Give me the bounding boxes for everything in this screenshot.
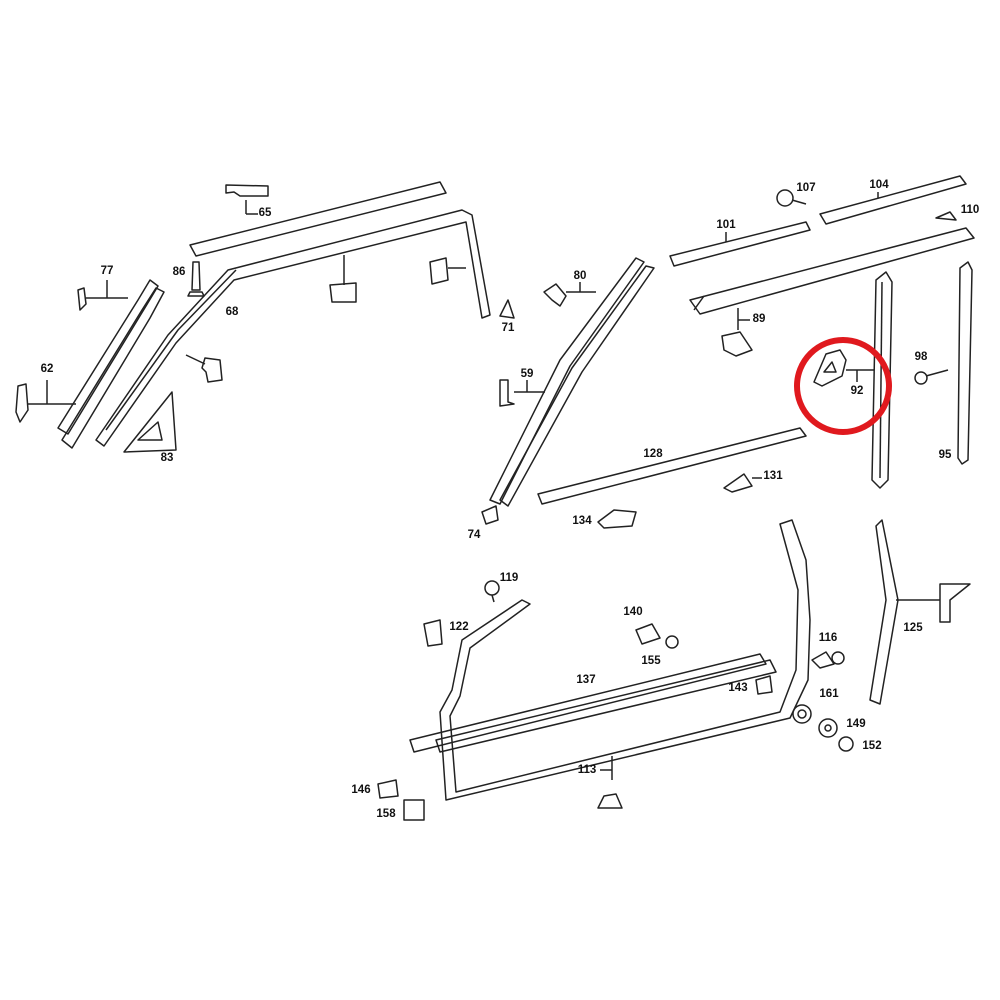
part-label-92: 92: [850, 385, 864, 397]
part-strip-95: [957, 261, 973, 465]
part-label-65: 65: [258, 207, 272, 219]
part-110: [935, 211, 957, 221]
part-label-83: 83: [160, 452, 174, 464]
part-roof-rail-65: [189, 181, 447, 257]
part-screw-107: [776, 189, 807, 207]
part-label-59: 59: [520, 368, 534, 380]
part-label-86: 86: [172, 266, 186, 278]
part-label-116: 116: [818, 632, 838, 644]
part-label-113: 113: [577, 764, 597, 776]
part-label-77: 77: [100, 265, 114, 277]
part-label-149: 149: [846, 718, 866, 730]
part-pillar-125: [869, 519, 971, 705]
part-label-143: 143: [728, 682, 748, 694]
part-clip-131: [723, 473, 762, 493]
part-label-71: 71: [501, 322, 515, 334]
part-window-channel-59: [481, 257, 655, 525]
part-label-122: 122: [449, 621, 469, 633]
part-label-158: 158: [376, 808, 396, 820]
part-screw-98: [914, 369, 949, 385]
part-label-80: 80: [573, 270, 587, 282]
part-77: [77, 280, 128, 311]
part-label-146: 146: [351, 784, 371, 796]
part-label-134: 134: [572, 515, 592, 527]
part-fasteners: [377, 580, 854, 821]
part-label-137: 137: [576, 674, 596, 686]
part-label-131: 131: [763, 470, 783, 482]
part-104: [819, 175, 967, 225]
part-pillar-trim-62: [15, 279, 165, 449]
part-screw-86: [187, 261, 205, 297]
part-rail-89: [689, 227, 975, 357]
part-label-110: 110: [960, 204, 980, 216]
part-mirror-triangle-83: [123, 391, 177, 453]
part-label-89: 89: [752, 313, 766, 325]
part-door-frame-113: [439, 519, 811, 809]
part-label-74: 74: [467, 529, 481, 541]
part-label-140: 140: [623, 606, 643, 618]
highlight-circle: [794, 337, 892, 435]
part-clip-134: [597, 509, 637, 529]
part-label-152: 152: [862, 740, 882, 752]
part-beltline-128: [537, 427, 807, 505]
part-label-68: 68: [225, 306, 239, 318]
part-seal-92: [813, 349, 874, 387]
part-label-101: 101: [716, 219, 736, 231]
part-label-62: 62: [40, 363, 54, 375]
part-label-119: 119: [499, 572, 519, 584]
part-label-161: 161: [819, 688, 839, 700]
part-label-107: 107: [796, 182, 816, 194]
part-label-125: 125: [903, 622, 923, 634]
part-pillar-seal: [871, 271, 893, 489]
part-label-98: 98: [914, 351, 928, 363]
part-71: [499, 299, 515, 319]
part-label-155: 155: [641, 655, 661, 667]
part-101: [669, 221, 811, 267]
part-label-128: 128: [643, 448, 663, 460]
part-label-104: 104: [869, 179, 889, 191]
part-sill-137: [409, 653, 777, 753]
part-label-95: 95: [938, 449, 952, 461]
part-drip-rail-68: [95, 209, 491, 447]
